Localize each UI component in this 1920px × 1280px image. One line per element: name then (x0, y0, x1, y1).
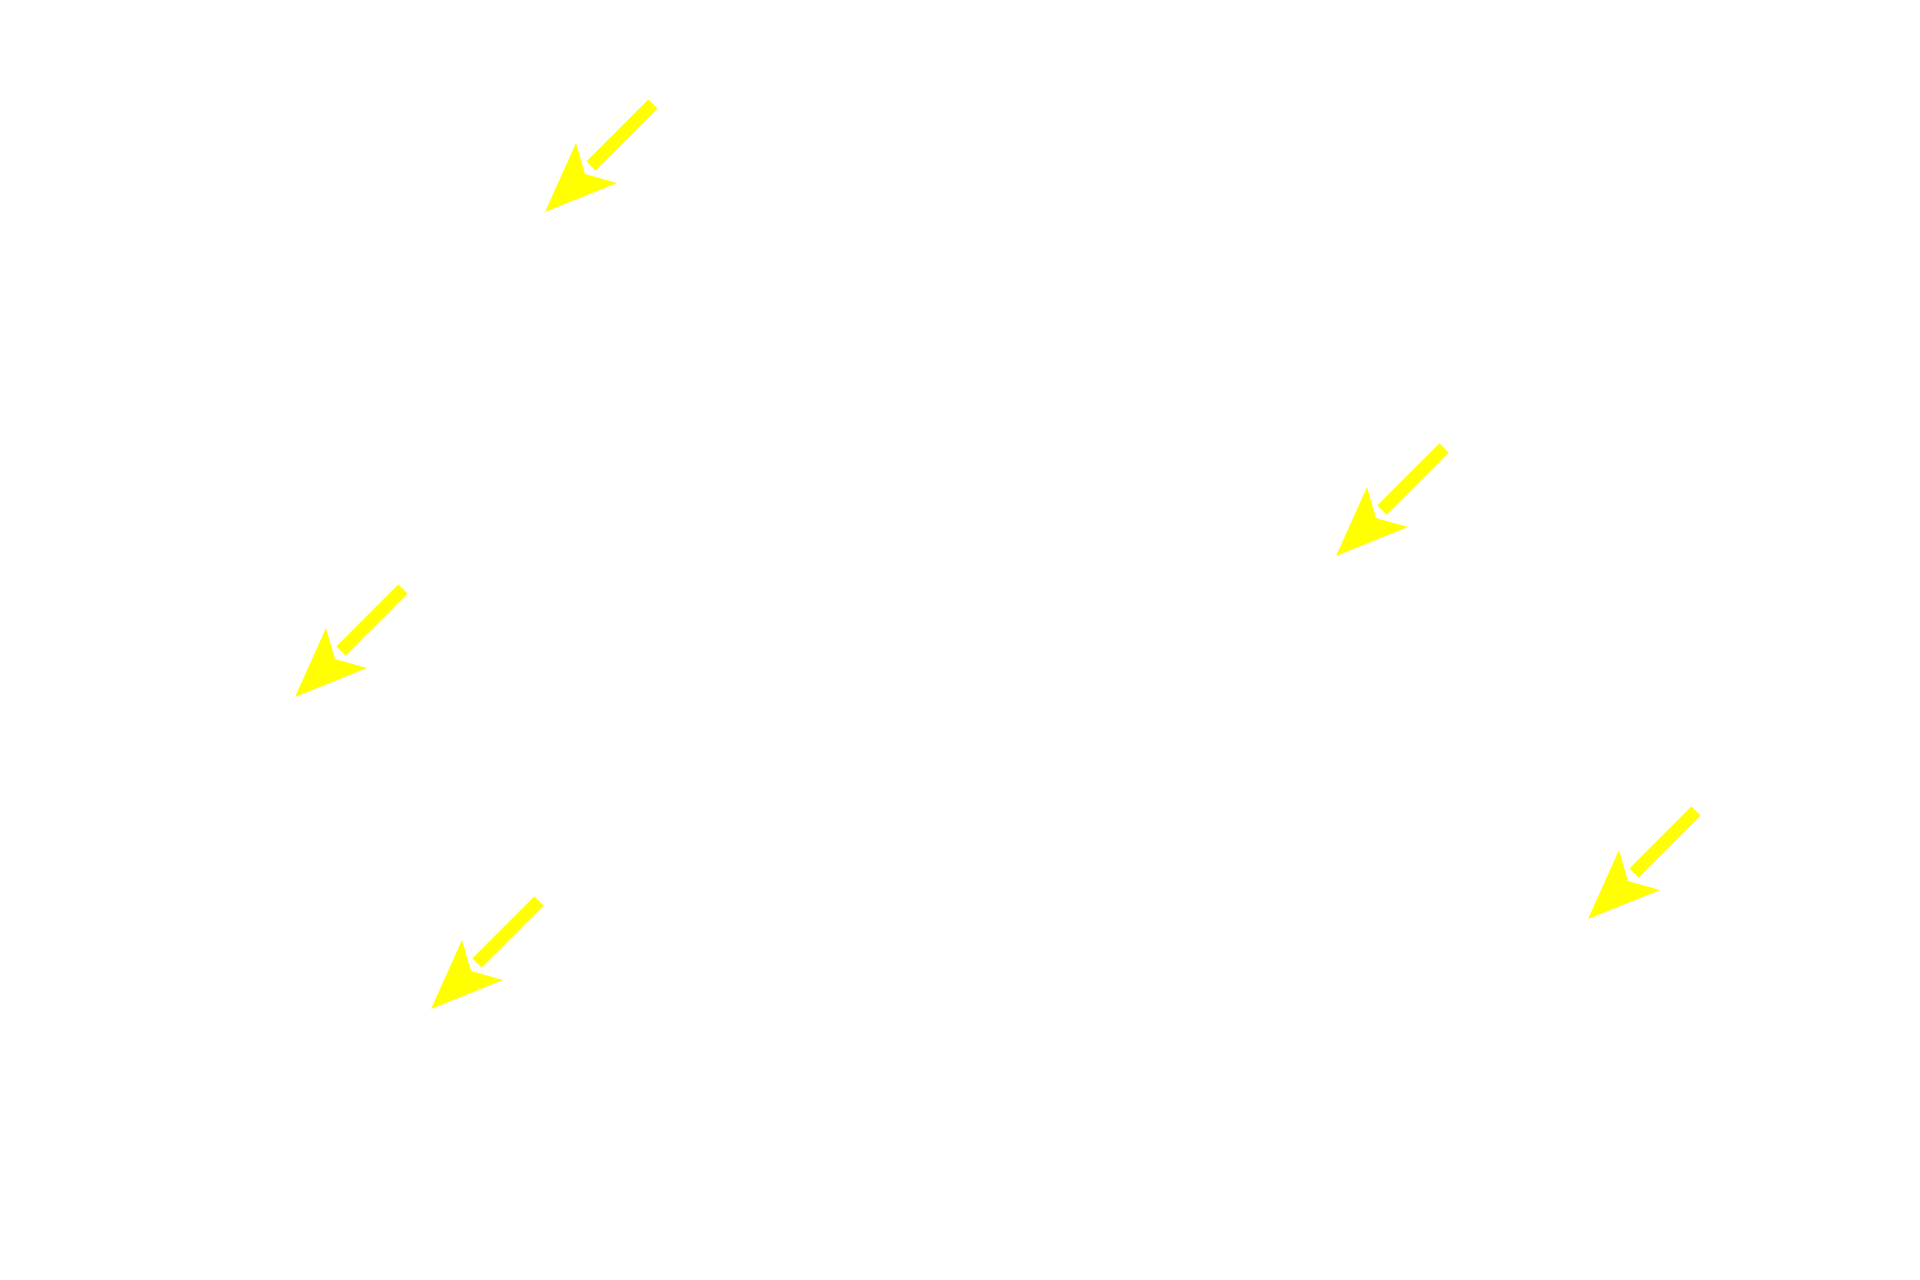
arrow-down-left-icon (291, 581, 421, 711)
arrow-down-left-icon (427, 893, 557, 1023)
arrow-down-left-icon (1584, 803, 1714, 933)
arrow-down-left-icon (1332, 440, 1462, 570)
arrow-down-left-icon (541, 96, 671, 226)
